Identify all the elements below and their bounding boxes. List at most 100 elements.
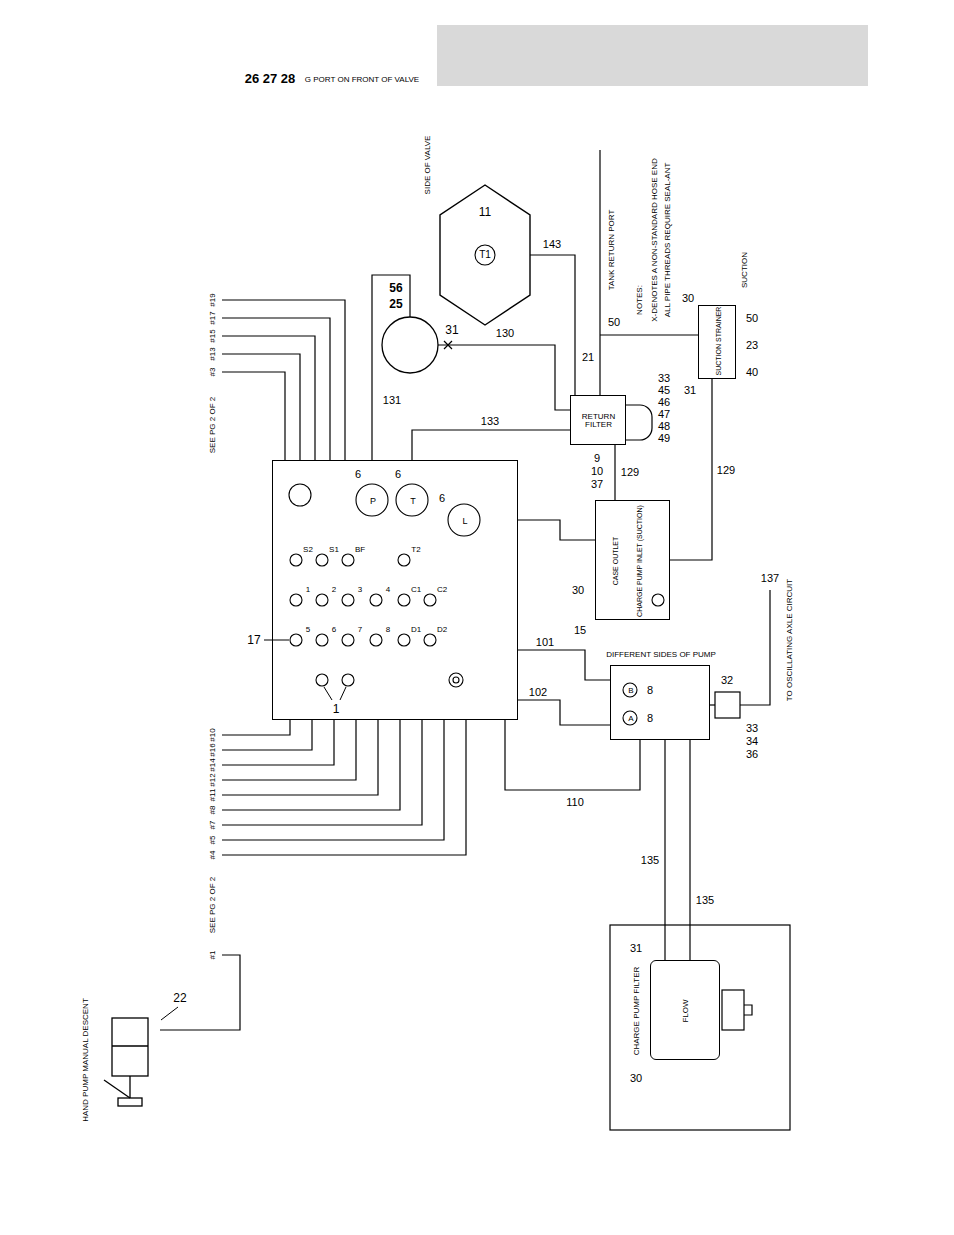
callout-number: 17 <box>247 634 260 646</box>
filter-housing <box>744 1005 752 1015</box>
callout-number: 30 <box>630 1073 642 1084</box>
port-circle <box>290 554 302 566</box>
hand-pump-symbol <box>104 1080 130 1098</box>
component-text: 5 <box>306 626 310 634</box>
port-circle <box>453 677 459 683</box>
off-page-wire <box>222 720 312 750</box>
callout-number: 30 <box>572 585 584 596</box>
hose-connector <box>412 430 570 460</box>
callout-number: G PORT ON FRONT OF VALVE <box>305 76 419 84</box>
component-text: S1 <box>329 546 339 554</box>
hose-number: 110 <box>565 797 585 808</box>
hose-connector <box>518 700 610 725</box>
component-text: 1 <box>306 586 310 594</box>
component-text: B <box>628 687 633 695</box>
port-circle <box>342 594 354 606</box>
leader-line <box>324 687 332 700</box>
off-page-wire <box>222 720 422 825</box>
note-text: TO OSCILLATING AXLE CIRCUIT <box>786 579 794 701</box>
component-text: T <box>410 497 416 506</box>
component-heading: HAND PUMP MANUAL DESCENT <box>82 998 90 1122</box>
note-text: #11 <box>209 789 217 802</box>
gauge-circle <box>382 317 438 373</box>
port-circle <box>316 594 328 606</box>
hand-pump-symbol <box>118 1098 142 1106</box>
component-text: 8 <box>386 626 390 634</box>
off-page-wire <box>160 955 240 1030</box>
gauge-circle <box>382 317 438 373</box>
hose-number: 135 <box>640 855 660 866</box>
return-loop <box>625 405 652 440</box>
off-page-wire <box>222 720 290 735</box>
filter-housing <box>610 925 790 1130</box>
port-circle <box>398 554 410 566</box>
hose-connector <box>670 379 712 560</box>
port-circle <box>652 594 664 606</box>
hose-number: 101 <box>535 637 555 648</box>
component-text: FLOW <box>682 999 690 1022</box>
callout-number: 137 <box>761 573 779 584</box>
hose-connector <box>518 650 610 680</box>
hose-line <box>438 345 570 410</box>
return-filter: RETURN FILTER <box>570 395 626 445</box>
callout-number: 21 <box>582 352 594 363</box>
note-text: #14 <box>209 758 217 771</box>
component-heading: CHARGE PUMP FILTER <box>633 967 641 1056</box>
hose-connector <box>530 255 575 395</box>
hose-number: 102 <box>528 687 548 698</box>
callout-number: 1 <box>333 703 340 715</box>
callout-number: 49 <box>658 433 670 444</box>
suction-strainer: SUCTION STRAINER <box>698 305 736 379</box>
callout-number: 8 <box>647 713 653 724</box>
callout-number: 130 <box>496 328 514 339</box>
port-circle <box>370 634 382 646</box>
callout-number: 30 <box>682 293 694 304</box>
component-text: D2 <box>437 626 447 634</box>
port-circle <box>424 634 436 646</box>
hose-number: 133 <box>480 416 500 427</box>
callout-number: 31 <box>445 324 458 336</box>
component-text: P <box>370 497 376 506</box>
port-circle <box>316 674 328 686</box>
callout-number: 131 <box>383 395 401 406</box>
hose-line <box>599 150 600 395</box>
return-loop <box>625 405 652 440</box>
callout-number: 48 <box>658 421 670 432</box>
callout-number: 6 <box>355 469 361 480</box>
hose-line <box>740 590 770 705</box>
off-page-wire <box>222 318 330 460</box>
hose-number: 129 <box>620 467 640 478</box>
off-page-wire <box>222 720 466 855</box>
note-text: #13 <box>209 347 217 360</box>
callout-number: 9 <box>594 453 600 464</box>
callout-number: 8 <box>647 685 653 696</box>
callout-number: 47 <box>658 409 670 420</box>
callout-number: 23 <box>746 340 758 351</box>
note-text: X-DENOTES A NON-STANDARD HOSE END <box>651 158 659 321</box>
note-text: #19 <box>209 293 217 306</box>
component-text: BF <box>355 546 365 554</box>
callout-number: 25 <box>389 298 402 310</box>
callout-number: 26 27 28 <box>245 72 296 85</box>
port-circle <box>342 674 354 686</box>
port-circle <box>316 634 328 646</box>
leader-line <box>161 640 346 1020</box>
off-page-wire <box>160 300 466 1030</box>
note-text: ALL PIPE THREADS REQUIRE SEAL-ANT <box>664 163 672 318</box>
callout-number: 50 <box>746 313 758 324</box>
header-bar <box>437 25 868 86</box>
port-circle <box>290 594 302 606</box>
port-circle <box>289 484 311 506</box>
note-text: #5 <box>209 836 217 845</box>
port-circle <box>398 594 410 606</box>
hose-number: 143 <box>542 239 562 250</box>
valve-block: S2S1BFT21234C1C25678D1D2PTL <box>272 460 518 720</box>
note-text: #17 <box>209 311 217 324</box>
port-circle <box>449 673 463 687</box>
port-circle <box>342 554 354 566</box>
component-text: D1 <box>411 626 421 634</box>
callout-number: 11 <box>479 206 491 218</box>
note-text: #10 <box>209 728 217 741</box>
